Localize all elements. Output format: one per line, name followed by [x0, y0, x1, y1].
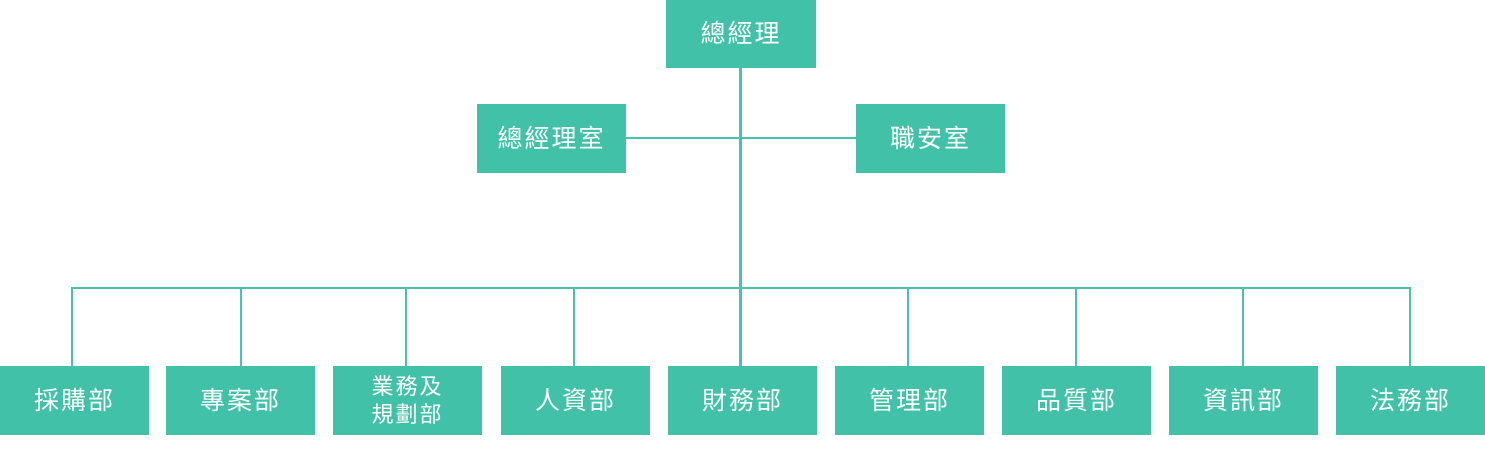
node-label: 職安室 — [889, 123, 971, 153]
connector-drop — [71, 289, 73, 366]
connector-drop — [573, 289, 575, 366]
connector-drop — [907, 289, 909, 366]
node-label: 專案部 — [199, 385, 281, 415]
node-safety-office: 職安室 — [856, 104, 1005, 173]
node-label: 資訊部 — [1202, 385, 1284, 415]
connector-trunk — [739, 68, 742, 366]
connector-drop — [1242, 289, 1244, 366]
node-label: 人資部 — [534, 385, 616, 415]
node-department: 法務部 — [1336, 366, 1485, 435]
node-department: 資訊部 — [1169, 366, 1318, 435]
node-label: 採購部 — [33, 385, 115, 415]
connector-drop — [1409, 289, 1411, 366]
node-department: 管理部 — [835, 366, 984, 435]
node-label: 總經理 — [700, 19, 782, 48]
node-general-manager-office: 總經理室 — [477, 104, 626, 173]
node-department: 採購部 — [0, 366, 149, 435]
connector-gm-office — [626, 137, 739, 139]
connector-safety-office — [742, 137, 856, 139]
connector-drop — [240, 289, 242, 366]
node-department: 人資部 — [501, 366, 650, 435]
node-department: 業務及 規劃部 — [333, 366, 482, 435]
node-label: 業務及 規劃部 — [371, 375, 444, 428]
node-department: 財務部 — [668, 366, 817, 435]
node-department: 品質部 — [1002, 366, 1151, 435]
node-department: 專案部 — [166, 366, 315, 435]
node-label: 財務部 — [701, 385, 783, 415]
connector-drop — [405, 289, 407, 366]
node-label: 總經理室 — [497, 123, 606, 153]
connector-drop — [1075, 289, 1077, 366]
node-general-manager: 總經理 — [666, 0, 816, 68]
connector-department-bus — [71, 287, 1411, 289]
node-label: 法務部 — [1369, 385, 1451, 415]
node-label: 品質部 — [1035, 385, 1117, 415]
node-label: 管理部 — [868, 385, 950, 415]
